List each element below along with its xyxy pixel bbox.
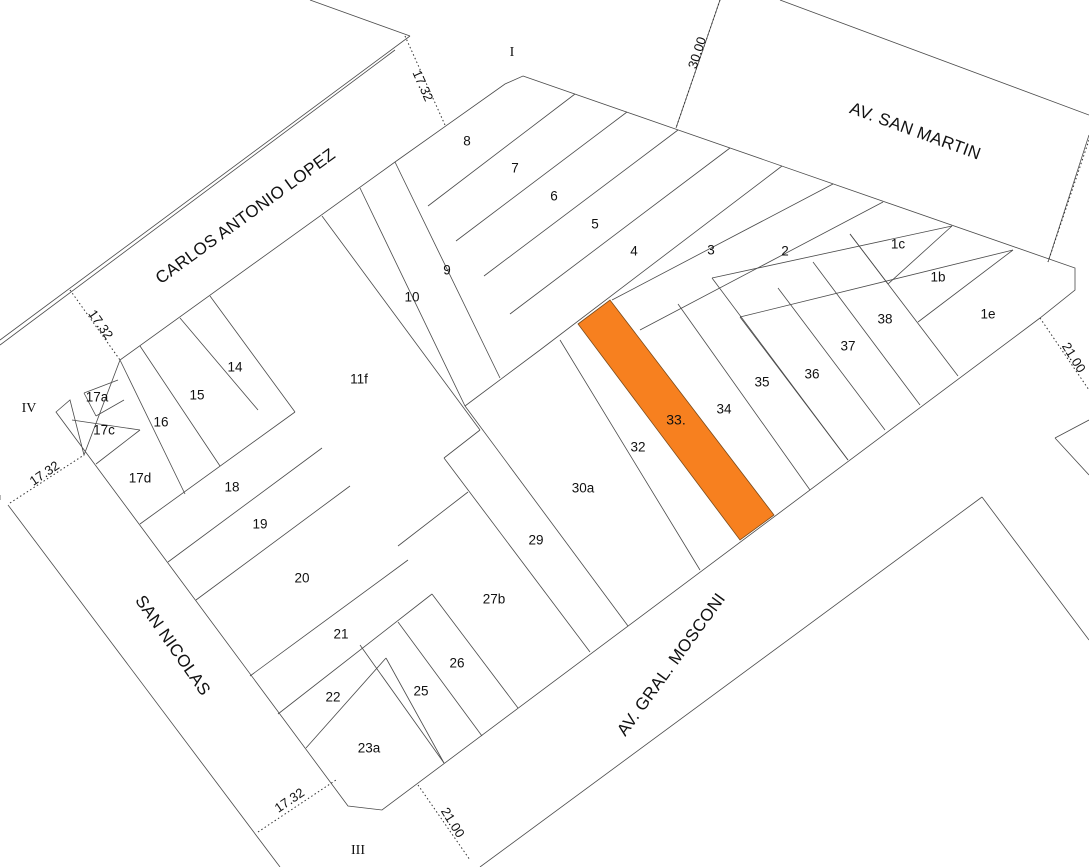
lot-25-label[interactable]: 25 <box>413 684 428 699</box>
lot-17c-label[interactable]: 17c <box>93 423 115 438</box>
corner-iii-label: III <box>351 843 365 858</box>
corner-iv-label: IV <box>22 401 37 416</box>
lot-8-label[interactable]: 8 <box>463 134 471 149</box>
lot-27b-label[interactable]: 27b <box>483 592 506 607</box>
lot-33-label: 33. <box>666 412 685 428</box>
dim-e-right: 21.00 <box>1059 340 1089 376</box>
lot-1e-label[interactable]: 1e <box>980 307 995 322</box>
lot-14-label[interactable]: 14 <box>227 360 243 375</box>
dim-s-bottom: 21.00 <box>438 805 468 841</box>
lot-32-label[interactable]: 32 <box>630 440 645 455</box>
lot-26-label[interactable]: 26 <box>449 656 464 671</box>
block-outline <box>55 75 1076 811</box>
dim-nw-left: 17.32 <box>85 307 116 342</box>
lot-34-label[interactable]: 34 <box>716 402 732 417</box>
lot-37-label[interactable]: 37 <box>840 339 855 354</box>
corner-i-label: I <box>510 45 515 60</box>
lot-lines <box>71 93 1014 764</box>
lot-29-label[interactable]: 29 <box>528 533 543 548</box>
street-av-gral-mosconi: AV. GRAL. MOSCONI <box>613 589 729 739</box>
lot-9-label[interactable]: 9 <box>443 263 451 278</box>
dim-ne-top: 30.00 <box>685 35 709 71</box>
lot-1b-label[interactable]: 1b <box>930 270 945 285</box>
lot-16-label[interactable]: 16 <box>153 415 168 430</box>
lot-5-label[interactable]: 5 <box>591 217 599 232</box>
lot-36-label[interactable]: 36 <box>804 367 819 382</box>
lot-17d-label[interactable]: 17d <box>129 471 152 486</box>
street-av-san-martin: AV. SAN MARTIN <box>847 99 983 164</box>
lot-15-label[interactable]: 15 <box>189 388 204 403</box>
block-corner-labels: I IV III <box>22 45 515 858</box>
dim-w-left: 17.32 <box>27 458 62 489</box>
selected-lot-33[interactable]: 33. <box>577 299 775 541</box>
dim-nw-top: 17.32 <box>410 68 437 104</box>
lot-22-label[interactable]: 22 <box>325 690 340 705</box>
lot-7-label[interactable]: 7 <box>511 161 519 176</box>
dimension-labels: 17.32 17.32 17.32 17.32 30.00 21.00 21.0… <box>27 35 1089 840</box>
lot-18-label[interactable]: 18 <box>224 480 239 495</box>
lot-labels: 8 7 6 5 4 3 2 1c 1b 1e 9 10 11f 14 15 16… <box>86 134 996 756</box>
lot-19-label[interactable]: 19 <box>252 517 267 532</box>
lot-20-label[interactable]: 20 <box>294 571 309 586</box>
lot-35-label[interactable]: 35 <box>754 375 769 390</box>
street-san-nicolas: SAN NICOLAS <box>131 592 214 699</box>
measurement-lines <box>9 0 1089 861</box>
lot-17a-label[interactable]: 17a <box>86 390 109 405</box>
lot-30a-label[interactable]: 30a <box>572 481 595 496</box>
lot-21-label[interactable]: 21 <box>333 627 348 642</box>
lot-3-label[interactable]: 3 <box>707 243 715 258</box>
lot-10-label[interactable]: 10 <box>404 290 419 305</box>
lot-23a-label[interactable]: 23a <box>358 741 381 756</box>
dim-w-bottom: 17.32 <box>272 785 307 816</box>
lot-11f-label[interactable]: 11f <box>350 372 368 387</box>
lot-38-label[interactable]: 38 <box>877 312 892 327</box>
street-carlos-antonio-lopez: CARLOS ANTONIO LOPEZ <box>152 145 339 288</box>
lot-33-parcel[interactable] <box>577 299 775 541</box>
lot-6-label[interactable]: 6 <box>550 189 558 204</box>
lot-2-label[interactable]: 2 <box>781 244 789 259</box>
lot-1c-label[interactable]: 1c <box>891 237 906 252</box>
lot-4-label[interactable]: 4 <box>630 244 638 259</box>
